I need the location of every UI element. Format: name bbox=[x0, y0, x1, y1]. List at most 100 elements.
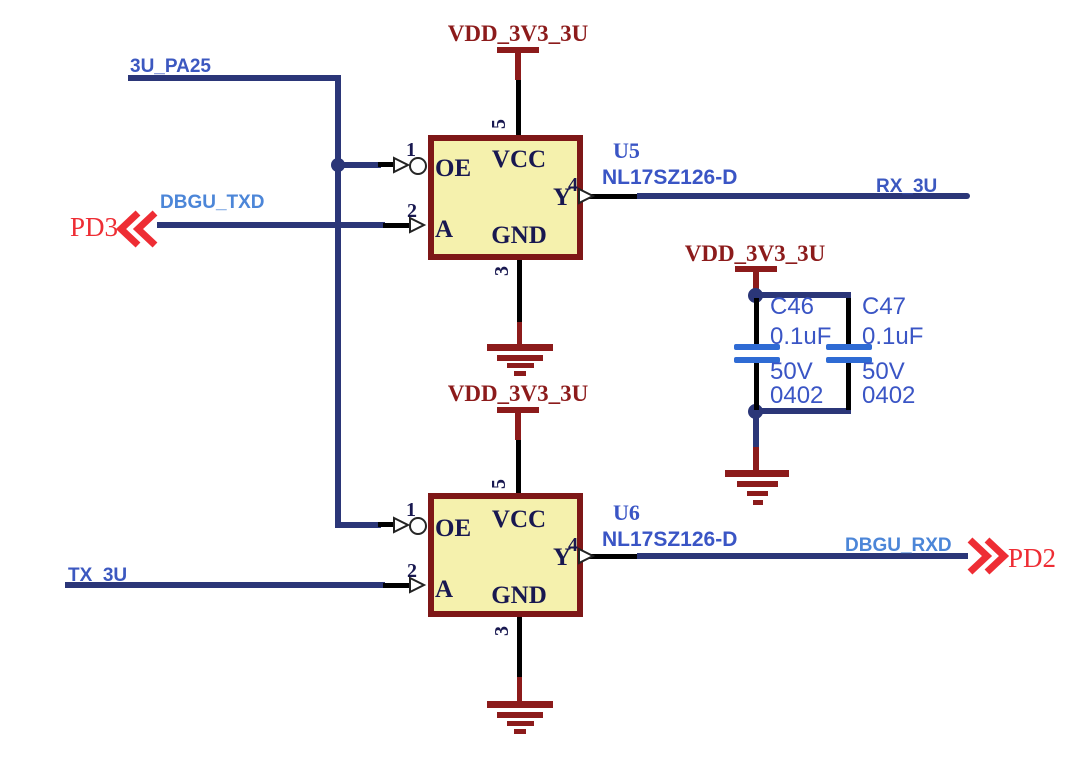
pin-u6-oe-wire bbox=[378, 522, 396, 527]
cap-c46-lead-top bbox=[754, 298, 759, 344]
u5-pin-name-a: A bbox=[435, 216, 454, 243]
u6-pin-name-vcc: VCC bbox=[491, 506, 547, 533]
pin-number-u5-1: 1 bbox=[406, 139, 416, 161]
port-chevron-right-icon bbox=[967, 537, 1010, 575]
cap-c47-lead-bottom bbox=[846, 363, 851, 410]
pin-arrow-icon-u5-a bbox=[409, 216, 427, 234]
u6-pin-name-oe: OE bbox=[435, 515, 472, 542]
power-label-vdd-u6: VDD_3V3_3U bbox=[447, 381, 589, 406]
wire-dbgu-rxd bbox=[637, 553, 968, 559]
gnd-bar4-caps bbox=[753, 500, 763, 505]
power-label-vdd-caps: VDD_3V3_3U bbox=[684, 241, 826, 266]
u6-pin-name-y: Y bbox=[553, 544, 572, 571]
pin-arrow-icon-u5-oe bbox=[393, 156, 411, 174]
gnd-bar4-u6 bbox=[514, 729, 526, 734]
wire-caps-bottom bbox=[753, 408, 851, 414]
pin-arrow-icon-u6-y bbox=[578, 547, 596, 565]
pin-u5-vcc-wire bbox=[516, 80, 521, 137]
u6-pin-name-gnd: GND bbox=[491, 582, 547, 609]
cap-c47-designator: C47 bbox=[862, 293, 907, 320]
pin-number-u6-5: 5 bbox=[488, 479, 510, 489]
gnd-bar4-u5 bbox=[514, 371, 526, 376]
cap-c47-package: 0402 bbox=[862, 382, 916, 409]
power-stem-caps bbox=[753, 271, 759, 293]
designator-u6: U6 bbox=[613, 500, 640, 525]
gnd-bar1-u6 bbox=[487, 701, 553, 708]
power-bar-icon-u6 bbox=[497, 407, 539, 413]
inversion-bubble-icon-u5-oe bbox=[409, 157, 427, 175]
u5-pin-name-gnd: GND bbox=[491, 222, 547, 249]
cap-c47-plate-bottom bbox=[826, 357, 872, 363]
cap-c46-lead-bottom bbox=[754, 363, 759, 410]
inversion-bubble-icon-u6-oe bbox=[409, 517, 427, 535]
u5-pin-name-vcc: VCC bbox=[491, 146, 547, 173]
gnd-bar2-u6 bbox=[497, 712, 543, 718]
u5-pin-name-y: Y bbox=[553, 184, 572, 211]
cap-c46-package: 0402 bbox=[770, 382, 824, 409]
net-label-tx-3u: TX_3U bbox=[68, 565, 128, 586]
gnd-stem-caps bbox=[753, 447, 759, 472]
pin-u5-y-wire bbox=[583, 194, 637, 199]
pin-number-u6-1: 1 bbox=[406, 499, 416, 521]
pin-number-u6-2: 2 bbox=[407, 560, 417, 582]
part-number-u6: NL17SZ126-D bbox=[602, 528, 738, 551]
port-pd3: PD3 bbox=[70, 212, 119, 242]
gnd-bar2-caps bbox=[737, 481, 778, 487]
pin-arrow-icon-u5-y bbox=[578, 187, 596, 205]
wire-u6-oe-stub bbox=[335, 522, 381, 528]
cap-c47-voltage: 50V bbox=[862, 358, 905, 385]
gnd-bar3-u5 bbox=[507, 363, 534, 368]
pin-number-u6-3: 3 bbox=[491, 626, 513, 636]
ic-body-u6 bbox=[428, 493, 583, 617]
pin-u5-gnd-wire bbox=[517, 260, 522, 322]
cap-c47-plate-top bbox=[826, 344, 872, 350]
net-label-dbgu-txd: DBGU_TXD bbox=[160, 192, 265, 213]
cap-c46-plate-bottom bbox=[734, 357, 780, 363]
cap-c47-lead-top bbox=[846, 298, 851, 344]
junction-dot-u5-oe bbox=[331, 158, 345, 172]
gnd-bar1-caps bbox=[725, 470, 789, 477]
pin-u6-a-wire bbox=[383, 583, 412, 588]
gnd-bar3-caps bbox=[747, 491, 768, 496]
wire-3u-pa25-horizontal bbox=[128, 75, 341, 81]
power-bar-icon-caps bbox=[735, 266, 777, 272]
wire-caps-gnd-stub bbox=[753, 414, 759, 447]
gnd-stem-u5 bbox=[517, 322, 522, 347]
pin-arrow-icon-u6-a bbox=[409, 576, 427, 594]
cap-c46-value: 0.1uF bbox=[770, 323, 832, 350]
cap-c47-value: 0.1uF bbox=[862, 323, 924, 350]
pin-number-u5-5: 5 bbox=[488, 119, 510, 129]
pin-number-u6-4: 4 bbox=[568, 534, 578, 556]
power-stem-u5 bbox=[515, 52, 521, 80]
wire-u5-oe-stub bbox=[341, 162, 381, 168]
pin-u6-y-wire bbox=[583, 554, 637, 559]
power-stem-u6 bbox=[515, 412, 521, 440]
gnd-stem-u6 bbox=[517, 677, 522, 703]
power-bar-icon-u5 bbox=[497, 47, 539, 53]
wire-rx-3u bbox=[637, 193, 970, 199]
wire-tx-3u bbox=[65, 582, 385, 588]
u6-pin-name-a: A bbox=[435, 576, 454, 603]
wire-3u-pa25-vertical bbox=[335, 75, 341, 528]
net-label-rx-3u: RX_3U bbox=[876, 176, 938, 197]
pin-u6-gnd-wire bbox=[517, 617, 522, 677]
net-label-dbgu-rxd: DBGU_RXD bbox=[845, 535, 952, 556]
pin-u5-a-wire bbox=[383, 223, 412, 228]
pin-number-u5-4: 4 bbox=[568, 174, 578, 196]
pin-u5-oe-wire bbox=[378, 162, 396, 167]
pin-arrow-icon-u6-oe bbox=[393, 516, 411, 534]
cap-c46-designator: C46 bbox=[770, 293, 815, 320]
pin-number-u5-2: 2 bbox=[407, 200, 417, 222]
cap-c46-voltage: 50V bbox=[770, 358, 813, 385]
ic-body-u5 bbox=[428, 135, 583, 260]
u5-pin-name-oe: OE bbox=[435, 155, 472, 182]
part-number-u5: NL17SZ126-D bbox=[602, 166, 738, 189]
cap-c46-plate-top bbox=[734, 344, 780, 350]
gnd-bar2-u5 bbox=[497, 355, 543, 361]
gnd-bar1-u5 bbox=[487, 344, 553, 351]
net-label-3u-pa25: 3U_PA25 bbox=[130, 56, 211, 77]
power-label-vdd-u5: VDD_3V3_3U bbox=[447, 21, 589, 46]
pin-u6-vcc-wire bbox=[516, 440, 521, 495]
port-pd2: PD2 bbox=[1008, 543, 1057, 573]
